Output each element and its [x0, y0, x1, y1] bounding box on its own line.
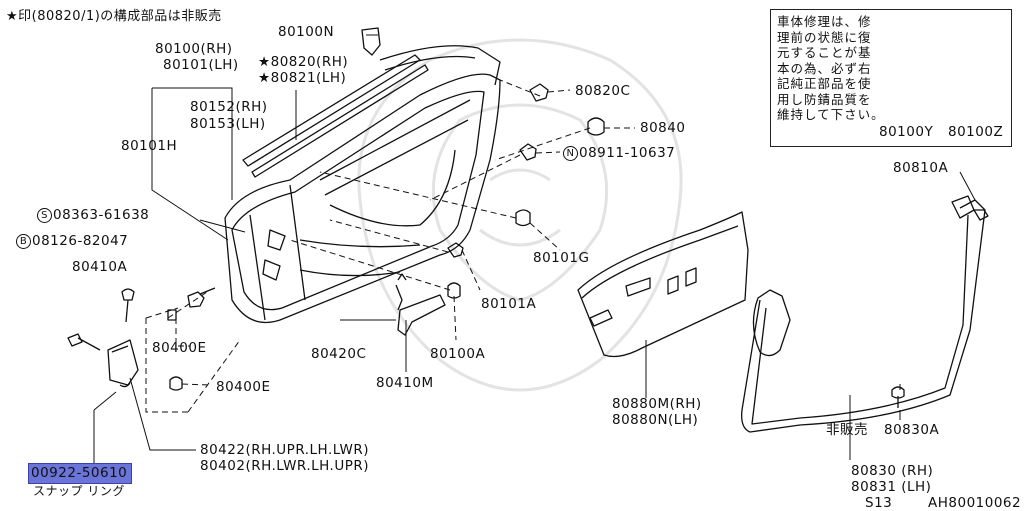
part-label-80400E-lower[interactable]: 80400E	[216, 379, 271, 395]
s-symbol-icon: S	[37, 208, 52, 223]
part-label-80840[interactable]: 80840	[640, 120, 686, 136]
part-label-80830-rh[interactable]: 80830 (RH)	[851, 463, 934, 479]
repair-note-text: 車体修理は、修 理前の状態に復 元することが基 本の為、必ず右 記純正部品を使 …	[777, 14, 885, 122]
part-label-80820C[interactable]: 80820C	[575, 83, 631, 99]
part-label-80101-lh[interactable]: 80101(LH)	[163, 57, 239, 73]
part-label-80100Z[interactable]: 80100Z	[948, 124, 1004, 140]
snap-ring-caption: スナップ リング	[33, 484, 125, 498]
lower-hinge	[107, 339, 139, 386]
part-label-80880N-lh[interactable]: 80880N(LH)	[612, 412, 699, 428]
part-label-80830A[interactable]: 80830A	[884, 422, 940, 438]
part-label-80153-lh[interactable]: 80153(LH)	[190, 116, 266, 132]
part-label-80100A[interactable]: 80100A	[430, 346, 486, 362]
diagram-code: AH80010062	[928, 495, 1022, 511]
not-for-sale-label: 非販売	[826, 422, 868, 438]
door-trim-panel	[577, 211, 749, 358]
part-label-80420C[interactable]: 80420C	[311, 346, 367, 362]
part-label-80101H[interactable]: 80101H	[121, 138, 178, 154]
part-label-80880M-rh[interactable]: 80880M(RH)	[612, 396, 702, 412]
selected-part-highlight	[28, 463, 132, 484]
part-label-80831-lh[interactable]: 80831 (LH)	[851, 479, 932, 495]
part-label-80101A[interactable]: 80101A	[481, 296, 537, 312]
part-label-80152-rh[interactable]: 80152(RH)	[190, 99, 268, 115]
n-symbol-icon: N	[563, 146, 578, 161]
repair-note-box: 車体修理は、修 理前の状態に復 元することが基 本の為、必ず右 記純正部品を使 …	[770, 9, 1012, 147]
part-label-80101G[interactable]: 80101G	[533, 250, 590, 266]
door-outer-panel	[224, 73, 501, 324]
part-label-80100Y[interactable]: 80100Y	[879, 124, 934, 140]
b-symbol-icon: B	[16, 234, 31, 249]
model-code: S13	[865, 495, 893, 511]
part-label-80100N[interactable]: 80100N	[278, 24, 335, 40]
watermark-emblem	[357, 38, 683, 392]
part-label-80402[interactable]: 80402(RH.LWR.LH.UPR)	[200, 458, 370, 474]
part-label-80422[interactable]: 80422(RH.UPR.LH.LWR)	[200, 442, 370, 458]
door-weatherstrip	[752, 289, 791, 357]
part-label-80820-rh[interactable]: ★80820(RH)	[258, 54, 349, 70]
part-label-80400E-upper[interactable]: 80400E	[152, 340, 207, 356]
part-label-80410M[interactable]: 80410M	[376, 375, 434, 391]
part-label-80821-lh[interactable]: ★80821(LH)	[258, 70, 347, 86]
part-label-80410A[interactable]: 80410A	[72, 259, 128, 275]
part-label-00922-50610[interactable]: 00922-50610	[31, 465, 128, 481]
part-label-80810A[interactable]: 80810A	[893, 160, 949, 176]
header-note: ★印(80820/1)の構成部品は非販売	[6, 9, 222, 24]
part-label-80100-rh[interactable]: 80100(RH)	[155, 41, 233, 57]
